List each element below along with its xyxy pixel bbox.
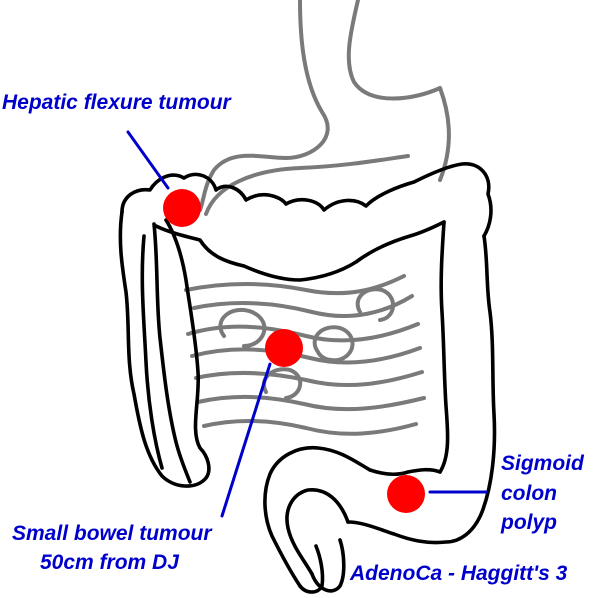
transverse-colon-upper-wall xyxy=(120,162,493,238)
stomach-curve-inner xyxy=(204,154,410,216)
small-intestine-coils xyxy=(218,287,395,400)
transverse-colon-lower-wall xyxy=(154,220,446,282)
sigmoid-colon xyxy=(263,446,442,588)
lesion-markers xyxy=(163,189,425,513)
stomach-outline xyxy=(198,0,451,212)
histology-label: AdenoCa - Haggitt's 3 xyxy=(350,562,568,585)
small-bowel-lesion-marker xyxy=(265,329,303,367)
descending-colon xyxy=(346,220,497,545)
ascending-colon xyxy=(118,210,211,488)
background-organs xyxy=(184,0,451,436)
hepatic-flexure-lesion-marker xyxy=(163,189,201,227)
small-bowel-label-line2: 50cm from DJ xyxy=(40,551,179,574)
sigmoid-label-line3: polyp xyxy=(501,511,557,534)
annotation-leader-lines xyxy=(126,130,488,518)
sigmoid-label-line2: colon xyxy=(501,482,557,505)
small-intestine-loops xyxy=(184,274,426,436)
hepatic-pointer-line xyxy=(126,130,170,190)
sigmoid-label-line1: Sigmoid xyxy=(501,452,584,475)
large-intestine-outline xyxy=(118,162,497,594)
small-bowel-label-line1: Small bowel tumour xyxy=(12,522,212,545)
ascending-colon-inner xyxy=(152,222,192,484)
sigmoid-polyp-lesion-marker xyxy=(387,475,425,513)
appendix xyxy=(140,234,164,470)
hepatic-flexure-label: Hepatic flexure tumour xyxy=(2,91,231,114)
small-bowel-pointer-line xyxy=(220,362,272,518)
rectum xyxy=(298,538,346,594)
